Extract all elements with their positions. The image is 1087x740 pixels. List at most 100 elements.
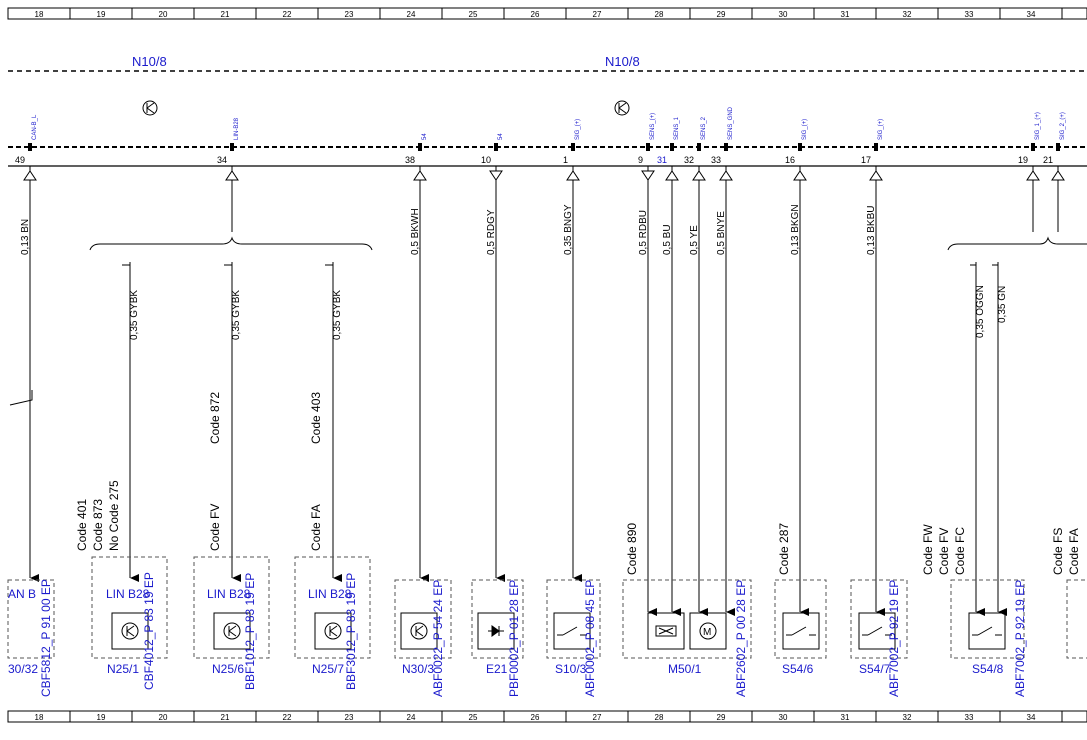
code-label: Code 403 — [309, 392, 323, 444]
connector-pin: SIG_1_(+)19 — [1018, 112, 1041, 232]
switch-icon — [968, 612, 1006, 650]
ruler-label: 22 — [283, 10, 292, 19]
wire-label: 0,35 OGGN — [975, 285, 986, 338]
code-label: Code FS — [1051, 528, 1065, 575]
pin-signal: CAN-B_L — [32, 114, 38, 140]
bus-label: LIN B28 — [106, 587, 150, 601]
ruler-label: 34 — [1027, 10, 1036, 19]
ruler-label: 19 — [97, 713, 106, 722]
pin-number: 32 — [684, 155, 694, 165]
wire-label: 0,5 BU — [662, 224, 673, 255]
pin-signal: SIG_(+) — [802, 119, 808, 140]
connector-pin: 54 10 0,5 RDGY — [481, 133, 505, 582]
part-ref: ABF2602_P 00 28 EP — [734, 580, 748, 697]
wire-label: 0,35 BNGY — [563, 204, 574, 255]
code-label: Code 890 — [625, 523, 639, 575]
transistor-icon — [142, 100, 158, 116]
svg-text:M: M — [703, 627, 711, 638]
code-label: Code FV — [937, 528, 951, 575]
pin-number: 17 — [861, 155, 871, 165]
wire-label: 0,35 GYBK — [231, 290, 242, 340]
lin-branch-wires — [9, 262, 1007, 616]
ruler-label: 27 — [593, 10, 602, 19]
switch-icon — [782, 612, 820, 650]
ruler-label: 19 — [97, 10, 106, 19]
ruler-label: 20 — [159, 10, 168, 19]
pin-signal: SIG_1_(+) — [1035, 112, 1041, 140]
pin-signal: 54 — [498, 133, 504, 140]
part-ref: ABF0002_P 08 45 EP — [583, 580, 597, 697]
ruler-label: 21 — [221, 713, 230, 722]
ruler-label: 25 — [469, 10, 478, 19]
ruler-label: 30 — [779, 10, 788, 19]
wire-label: 0,13 BN — [20, 219, 31, 255]
connector-pin: SIG_(+)10,35 BNGY — [563, 119, 582, 582]
ruler-label: 32 — [903, 10, 912, 19]
wire-label: 0,5 BNYE — [716, 211, 727, 255]
pin-number: 10 — [481, 155, 491, 165]
motor-icon: M — [689, 612, 727, 650]
pin-signal: LIN-B28 — [234, 117, 240, 140]
pin-number: 31 — [657, 155, 667, 165]
code-label: Code FC — [953, 527, 967, 575]
ruler-label: 26 — [531, 10, 540, 19]
pin-number: 33 — [711, 155, 721, 165]
connector-pin: LIN-B28 34 — [217, 117, 240, 232]
control-unit-label-right: N10/8 — [605, 54, 640, 69]
component-name: N25/1 — [107, 662, 139, 676]
sensor-icon — [647, 612, 685, 650]
ruler-label: 33 — [965, 713, 974, 722]
part-ref: BBF1012_P 83 19 EP — [243, 573, 257, 690]
transistor-icon — [213, 612, 251, 650]
ruler-label: 28 — [655, 713, 664, 722]
code-label: Code 873 — [91, 499, 105, 551]
ruler-label: 29 — [717, 10, 726, 19]
transistor-icon — [614, 100, 630, 116]
component-name: S54/6 — [782, 662, 814, 676]
component-name: S54/8 — [972, 662, 1004, 676]
ruler-label: 31 — [841, 713, 850, 722]
ruler-label: 23 — [345, 10, 354, 19]
component-name: N30/3 — [402, 662, 434, 676]
switch-icon — [553, 612, 591, 650]
wire-label: 0,35 GYBK — [332, 290, 343, 340]
ruler-label: 26 — [531, 713, 540, 722]
component-boxes — [7, 556, 1087, 659]
part-ref: PBF0002_P 01 28 EP — [507, 580, 521, 697]
transistor-icon — [400, 612, 438, 650]
connector-pin: SENS_(+)90,5 RDBU — [638, 113, 657, 616]
part-ref: CBF4012_P 83 19 EP — [142, 572, 156, 690]
code-label: Code FW — [921, 524, 935, 575]
wire-label: 0,5 RDGY — [486, 209, 497, 255]
pin-signal: 54 — [422, 133, 428, 140]
ruler-label: 24 — [407, 10, 416, 19]
component-name: 30/32 — [8, 662, 38, 676]
pin-signal: SENS_(+) — [650, 113, 656, 140]
ruler-label: 21 — [221, 10, 230, 19]
connector-pin: SIG_2_(+)21 — [1043, 112, 1066, 232]
pin-signal: SENS_1 — [674, 116, 680, 140]
ruler-label: 25 — [469, 713, 478, 722]
ruler-label: 28 — [655, 10, 664, 19]
control-unit-n10-8: N10/8 N10/8 — [8, 54, 1087, 167]
pin-number: 34 — [217, 155, 227, 165]
ruler-label: 34 — [1027, 713, 1036, 722]
component-name: S54/7 — [859, 662, 891, 676]
code-annotations: Code 401 Code 873 No Code 275 Code 872 C… — [75, 392, 1081, 575]
wire-label: 0,5 BKWH — [410, 208, 421, 255]
component-name: M50/1 — [668, 662, 702, 676]
pin-signal: SIG_(+) — [575, 119, 581, 140]
wire-label: 0,13 BKGN — [790, 204, 801, 255]
part-ref: CBF5812_P 91 00 EP — [39, 579, 53, 697]
code-label: Code FV — [208, 504, 222, 551]
wire-label: 0,13 BKBU — [866, 206, 877, 255]
connector-pin: SIG_(+)160,13 BKGN — [785, 119, 809, 616]
bus-label: LIN B28 — [207, 587, 251, 601]
connector-pin: SIG_(+)170,13 BKBU — [861, 119, 885, 616]
